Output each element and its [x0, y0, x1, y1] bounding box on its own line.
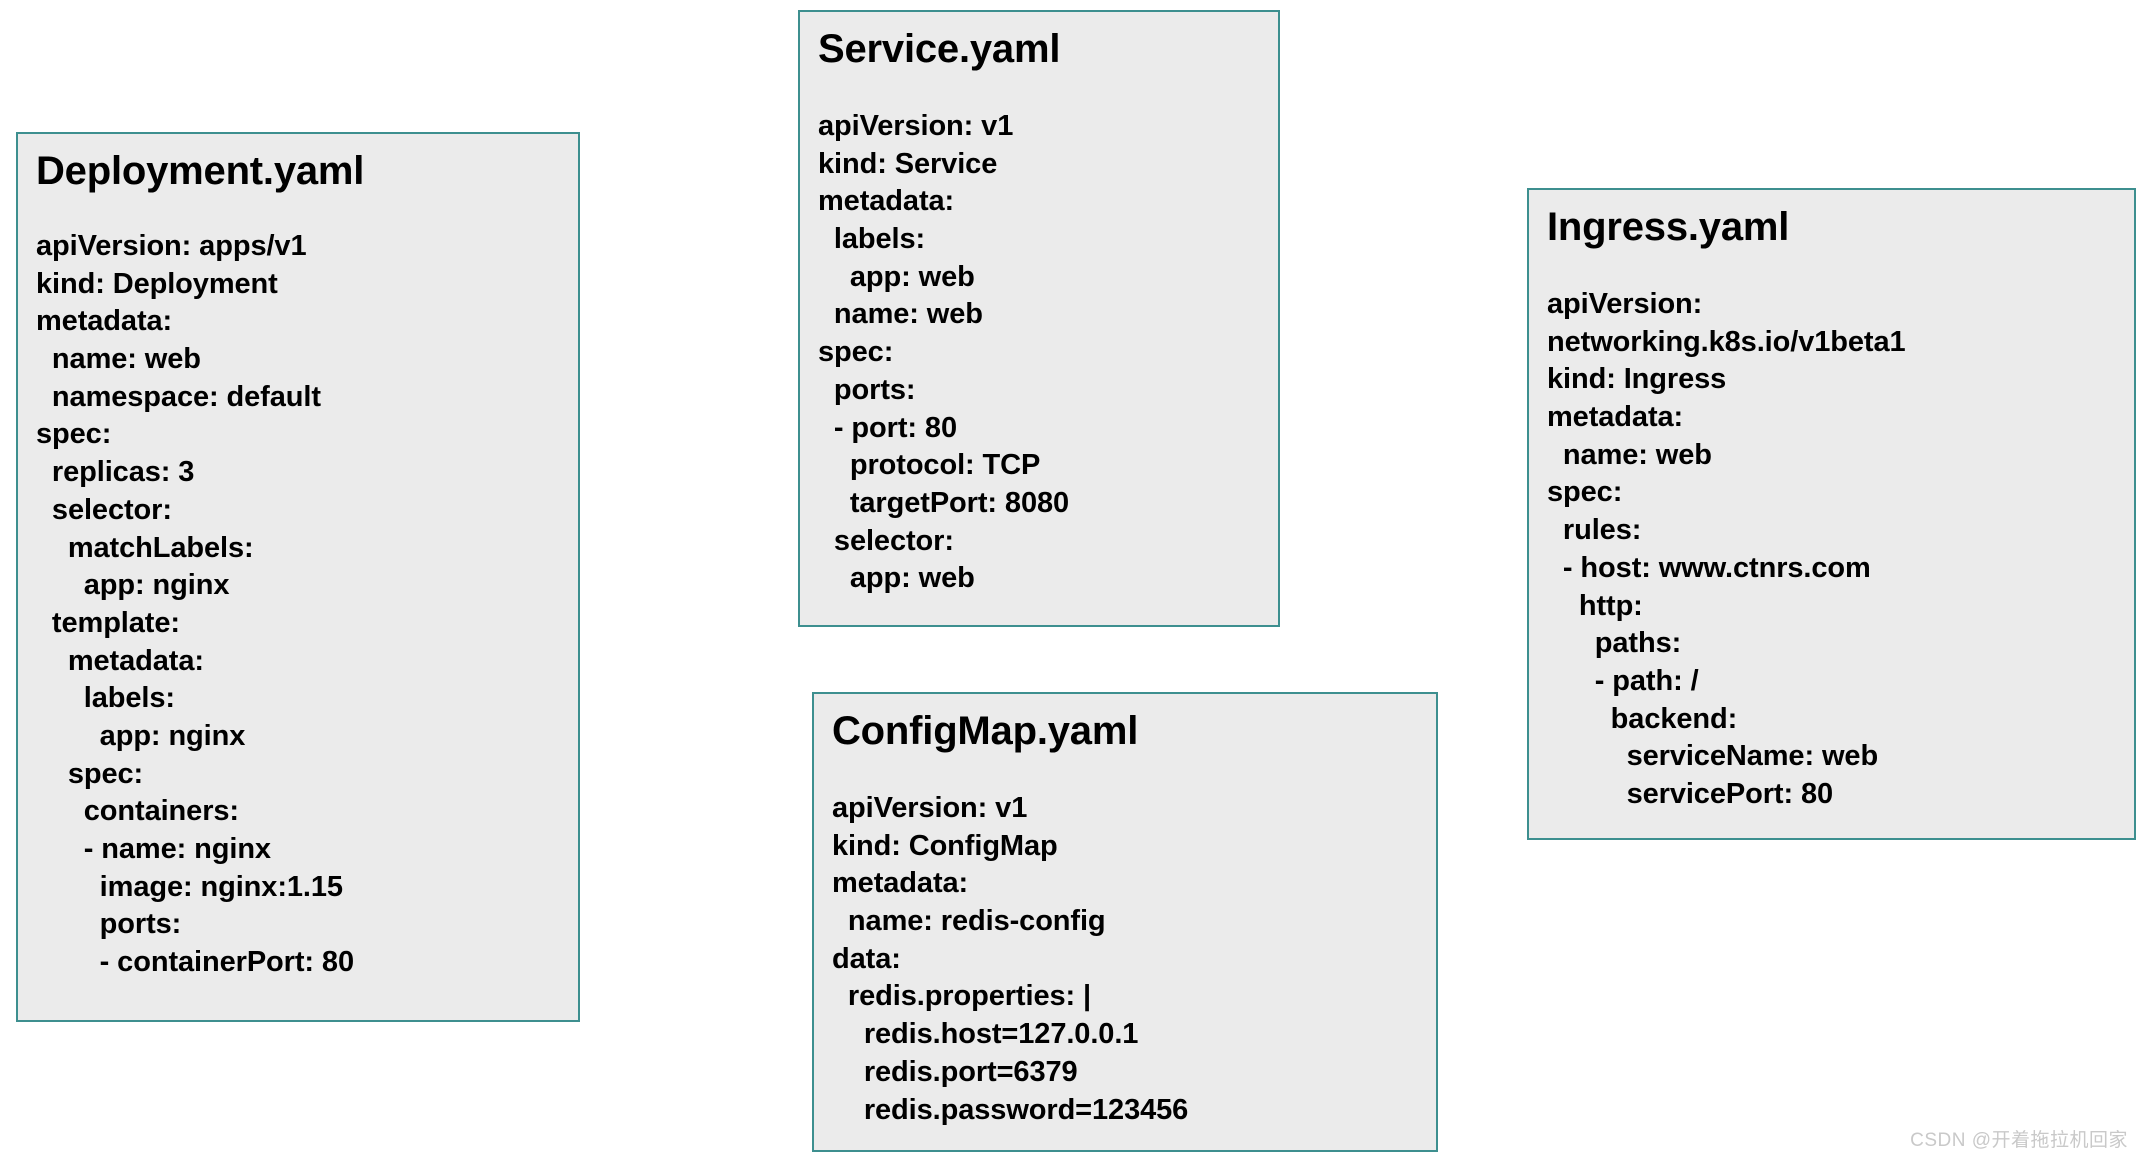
yaml-card-ingress: Ingress.yaml apiVersion: networking.k8s.…: [1527, 188, 2136, 840]
card-body-deployment: apiVersion: apps/v1 kind: Deployment met…: [36, 230, 354, 979]
card-title-service: Service.yaml: [818, 27, 1061, 71]
card-body-service: apiVersion: v1 kind: Service metadata: l…: [818, 110, 1070, 595]
yaml-card-configmap: ConfigMap.yaml apiVersion: v1 kind: Conf…: [812, 692, 1438, 1152]
card-body-ingress: apiVersion: networking.k8s.io/v1beta1 ki…: [1547, 288, 1906, 810]
yaml-card-service: Service.yaml apiVersion: v1 kind: Servic…: [798, 10, 1280, 627]
card-title-ingress: Ingress.yaml: [1547, 205, 1790, 249]
card-title-deployment: Deployment.yaml: [36, 149, 365, 193]
card-body-configmap: apiVersion: v1 kind: ConfigMap metadata:…: [832, 792, 1189, 1126]
csdn-watermark: CSDN @开着拖拉机回家: [1910, 1130, 2128, 1151]
card-title-configmap: ConfigMap.yaml: [832, 709, 1139, 753]
yaml-card-deployment: Deployment.yaml apiVersion: apps/v1 kind…: [16, 132, 580, 1022]
